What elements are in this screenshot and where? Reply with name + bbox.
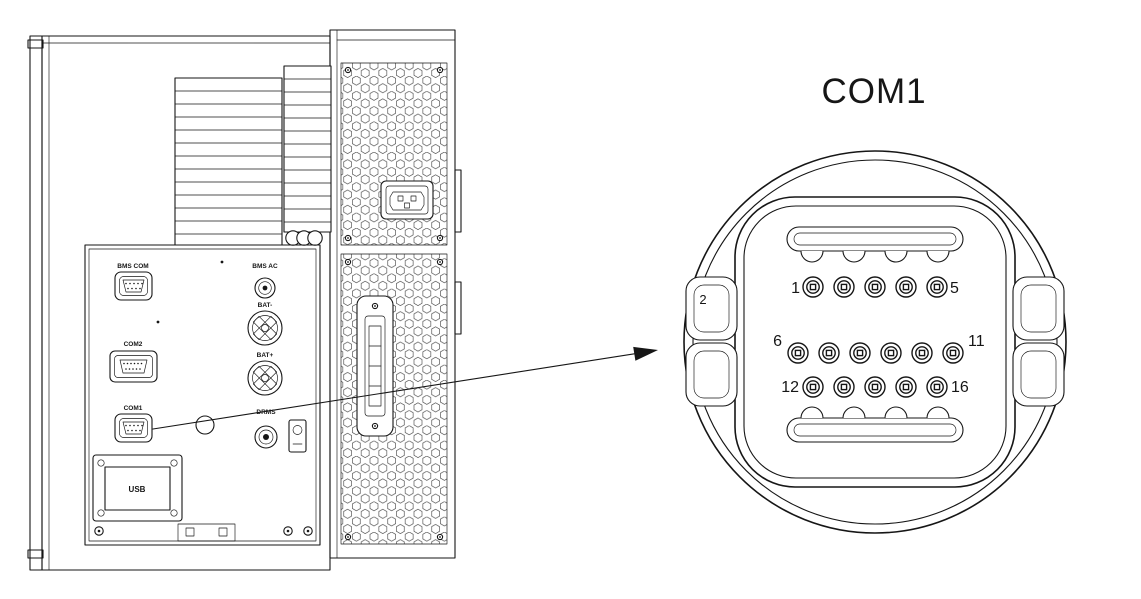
port-bat-minus: BAT- bbox=[247, 302, 283, 346]
port-label-drms: DRMS bbox=[256, 409, 276, 416]
pin bbox=[802, 376, 824, 398]
pin-row-1: 1 5 bbox=[791, 276, 959, 298]
callout-arrow bbox=[152, 346, 658, 430]
pin-label-16: 16 bbox=[951, 379, 969, 396]
panel-dot bbox=[156, 320, 160, 324]
arrowhead bbox=[633, 346, 658, 361]
pin bbox=[880, 342, 902, 364]
side-rail-top bbox=[454, 169, 462, 233]
pin-label-11: 11 bbox=[968, 333, 985, 350]
pin bbox=[911, 342, 933, 364]
port-bms-ac: BMS AC bbox=[252, 263, 278, 299]
device-rear-view: BMS COM BMS AC COM2 bbox=[27, 29, 462, 571]
cabinet-outline bbox=[27, 29, 462, 571]
housing-mark: 2 bbox=[699, 292, 706, 307]
power-switch bbox=[288, 419, 307, 453]
hinge-mark-bottom bbox=[27, 549, 44, 559]
connector-title: COM1 bbox=[821, 72, 926, 111]
pin bbox=[833, 376, 855, 398]
port-label-bat-minus: BAT- bbox=[258, 302, 273, 309]
pin bbox=[864, 376, 886, 398]
knockout-hole bbox=[307, 230, 323, 246]
port-bms-com: BMS COM bbox=[114, 263, 153, 301]
port-label-com1: COM1 bbox=[124, 405, 143, 412]
pin-row-2: 6 11 bbox=[773, 333, 985, 364]
strain-relief-top bbox=[786, 226, 964, 263]
usb-port: USB bbox=[92, 454, 183, 522]
pin bbox=[833, 276, 855, 298]
pin bbox=[849, 342, 871, 364]
panel-hole bbox=[195, 415, 215, 435]
pin-row-3: 12 16 bbox=[781, 376, 969, 398]
port-label-bms-com: BMS COM bbox=[117, 263, 148, 270]
com1-connector-detail: COM1 2 bbox=[683, 72, 1067, 534]
port-label-usb: USB bbox=[129, 485, 146, 494]
panel-dot bbox=[220, 260, 224, 264]
hinge-mark-top bbox=[27, 39, 44, 49]
pin-label-5: 5 bbox=[950, 280, 959, 297]
pin-label-12: 12 bbox=[781, 379, 799, 396]
port-label-com2: COM2 bbox=[124, 341, 143, 348]
pin bbox=[926, 276, 948, 298]
latch-right bbox=[1012, 276, 1065, 407]
pin bbox=[864, 276, 886, 298]
pin-label-6: 6 bbox=[773, 333, 782, 350]
pin bbox=[942, 342, 964, 364]
port-drms: DRMS bbox=[254, 409, 278, 449]
pin bbox=[802, 276, 824, 298]
strain-relief-bottom bbox=[786, 406, 964, 443]
latch-left: 2 bbox=[685, 276, 738, 407]
panel-bottom-details bbox=[94, 523, 313, 542]
heatsink-fins bbox=[174, 65, 332, 246]
port-bat-plus: BAT+ bbox=[247, 352, 283, 396]
pin-label-1: 1 bbox=[791, 280, 800, 297]
pin bbox=[895, 276, 917, 298]
pin bbox=[787, 342, 809, 364]
port-label-bat-plus: BAT+ bbox=[257, 352, 274, 359]
port-label-bms-ac: BMS AC bbox=[252, 263, 278, 270]
pin bbox=[818, 342, 840, 364]
pin bbox=[926, 376, 948, 398]
side-rail-bottom bbox=[454, 281, 462, 335]
pin bbox=[895, 376, 917, 398]
ac-inlet bbox=[380, 180, 434, 220]
port-com1: COM1 bbox=[114, 405, 153, 443]
port-com2: COM2 bbox=[109, 341, 158, 383]
connector-panel: BMS COM BMS AC COM2 bbox=[84, 244, 321, 546]
mounting-bracket bbox=[356, 295, 394, 437]
